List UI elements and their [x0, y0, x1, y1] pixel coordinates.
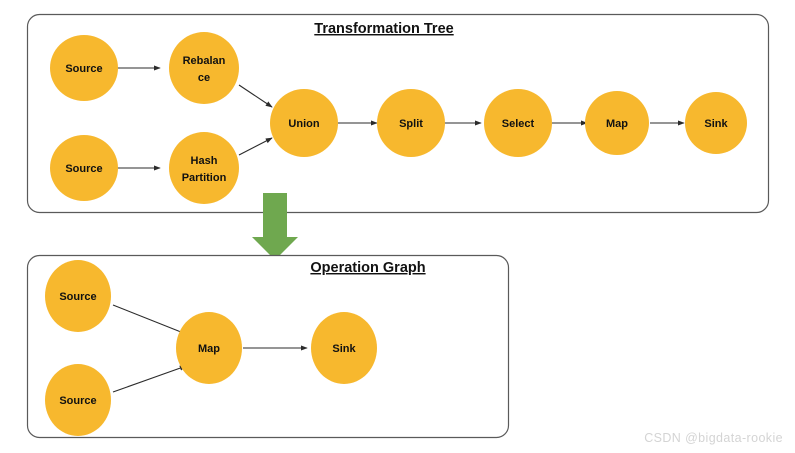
edge-group-operation-graph	[112, 304, 308, 393]
node-shape	[484, 89, 552, 157]
node-shape	[169, 132, 239, 204]
node-shape	[50, 35, 118, 101]
node-tt-sink[interactable]: Sink	[685, 92, 747, 154]
node-tt-select[interactable]: Select	[484, 89, 552, 157]
node-label-line1: Rebalan	[183, 55, 226, 67]
node-label: Map	[606, 118, 628, 130]
panel-transformation-tree: Transformation Tree Source Rebalan	[26, 13, 770, 214]
node-tt-split[interactable]: Split	[377, 89, 445, 157]
node-label: Source	[59, 395, 96, 407]
node-label-line2: ce	[198, 72, 210, 84]
green-down-arrow-shape	[252, 195, 298, 260]
node-label-line1: Hash	[191, 155, 218, 167]
node-shape	[377, 89, 445, 157]
node-og-sink[interactable]: Sink	[311, 312, 377, 384]
csdn-watermark: CSDN @bigdata-rookie	[644, 431, 783, 445]
edge-hashpartition-to-union	[238, 137, 273, 156]
edge-rebalance-to-union	[238, 84, 273, 108]
node-shape	[270, 89, 338, 157]
node-label: Split	[399, 118, 423, 130]
node-label: Source	[59, 291, 96, 303]
node-shape	[311, 312, 377, 384]
node-shape	[50, 135, 118, 201]
edge-og-source1-to-map	[112, 304, 187, 335]
node-shape	[169, 32, 239, 104]
node-tt-source-1[interactable]: Source	[50, 35, 118, 101]
node-shape	[685, 92, 747, 154]
node-tt-hash-partition[interactable]: Hash Partition	[169, 132, 239, 204]
node-label: Sink	[704, 118, 728, 130]
node-shape	[45, 260, 111, 332]
node-label: Source	[65, 63, 102, 75]
node-shape	[45, 364, 111, 436]
node-label: Source	[65, 163, 102, 175]
node-shape	[176, 312, 242, 384]
node-label: Union	[288, 118, 319, 130]
node-label: Map	[198, 343, 220, 355]
node-shape	[585, 91, 649, 155]
node-tt-union[interactable]: Union	[270, 89, 338, 157]
edge-group-transformation-tree	[117, 65, 685, 171]
node-og-source-2[interactable]: Source	[45, 364, 111, 436]
transition-arrow-down-icon	[252, 193, 298, 260]
panel-operation-graph-title: Operation Graph	[310, 260, 425, 276]
edge-og-source2-to-map	[112, 365, 187, 393]
node-label: Sink	[332, 343, 356, 355]
node-label: Select	[502, 118, 535, 130]
node-tt-source-2[interactable]: Source	[50, 135, 118, 201]
node-og-map[interactable]: Map	[176, 312, 242, 384]
node-tt-rebalance[interactable]: Rebalan ce	[169, 32, 239, 104]
panel-transformation-tree-title: Transformation Tree	[314, 21, 453, 37]
green-arrow-cap	[263, 193, 287, 196]
node-og-source-1[interactable]: Source	[45, 260, 111, 332]
panel-operation-graph-border	[26, 254, 510, 439]
panel-operation-graph: Operation Graph Source Source Map Sin	[26, 254, 510, 439]
node-label-line2: Partition	[182, 172, 227, 184]
node-tt-map[interactable]: Map	[585, 91, 649, 155]
